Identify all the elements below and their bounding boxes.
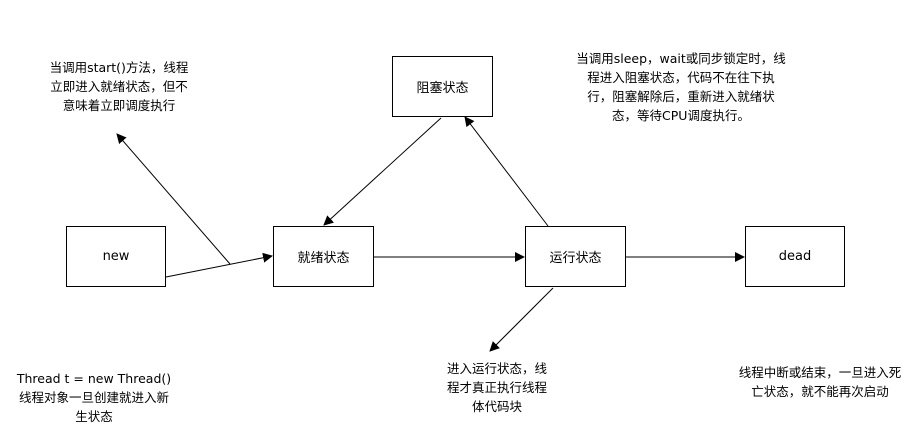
state-running: 运行状态: [525, 226, 626, 287]
state-running-label: 运行状态: [549, 251, 602, 266]
note-new-thread: Thread t = new Thread() 线程对象一旦创建就进入新 生状态: [16, 371, 172, 424]
arrow-to-start-note: [116, 133, 231, 265]
arrow-running-to-blocked: [464, 116, 549, 227]
state-new: new: [66, 226, 166, 287]
state-ready-label: 就绪状态: [297, 251, 350, 266]
arrow-running-to-note: [489, 287, 554, 352]
state-blocked-label: 阻塞状态: [416, 81, 469, 96]
note-start: 当调用start()方法，线程 立即进入就绪状态，但不 意味着立即调度执行: [49, 60, 189, 113]
state-ready: 就绪状态: [273, 226, 374, 287]
arrow-blocked-to-ready: [323, 117, 442, 226]
note-dead: 线程中断或结束，一旦进入死 亡状态，就不能再次启动: [738, 365, 902, 399]
state-blocked: 阻塞状态: [392, 56, 493, 117]
note-sleep: 当调用sleep，wait或同步锁定时，线 程进入阻塞状态，代码不在往下执 行，…: [576, 51, 786, 123]
state-new-label: new: [102, 249, 130, 264]
note-running: 进入运行状态，线 程才真正执行线程 体代码块: [446, 361, 547, 414]
state-dead: dead: [745, 226, 845, 287]
arrow-new-to-ready: [165, 252, 273, 278]
state-dead-label: dead: [778, 249, 812, 264]
